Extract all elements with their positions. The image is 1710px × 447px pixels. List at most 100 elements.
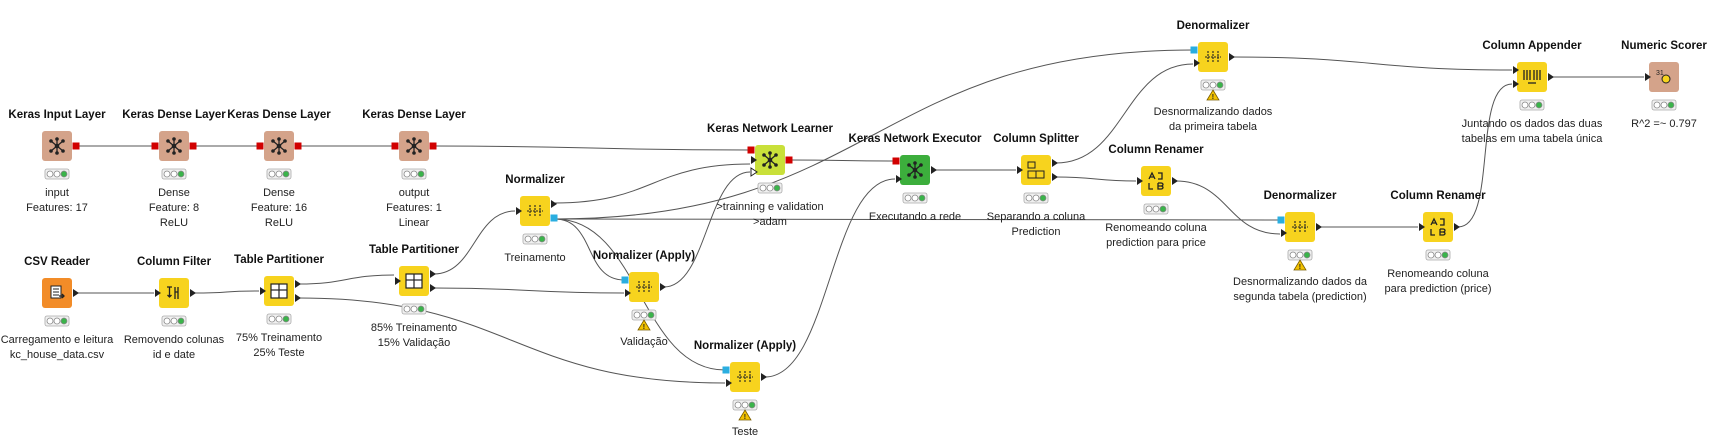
node-desc-norm_apply1: Validação [620, 335, 668, 350]
ports-part1[interactable] [260, 280, 301, 302]
node-denorm1[interactable]: ! [1190, 42, 1236, 101]
ports-scorer[interactable] [1645, 73, 1651, 81]
connection-norm_apply1-learner[interactable] [663, 171, 751, 288]
node-dense3[interactable] [391, 131, 437, 180]
connection-splitter-renamer1[interactable] [1055, 176, 1137, 182]
node-title-dense2: Keras Dense Layer [227, 109, 331, 121]
node-renamer2[interactable] [1419, 212, 1460, 261]
ports-col_filter[interactable] [155, 289, 196, 297]
connection-normalizer-learner[interactable] [554, 163, 751, 204]
node-col_filter[interactable] [155, 278, 196, 327]
node-norm_apply1[interactable]: ! [621, 272, 667, 331]
node-desc-executor: Executando a rede [869, 210, 961, 225]
node-normalizer[interactable] [516, 196, 558, 245]
node-splitter[interactable] [1017, 155, 1058, 204]
svg-text:!: ! [1299, 264, 1301, 271]
ports-splitter[interactable] [1017, 159, 1058, 181]
node-part2[interactable] [395, 266, 436, 315]
connection-renamer2-appender[interactable] [1457, 83, 1513, 228]
node-csv_reader[interactable] [42, 278, 79, 327]
node-desc-norm_apply2: Teste [732, 425, 758, 440]
status-indicator-dense1 [161, 168, 187, 180]
ports-normalizer[interactable] [516, 200, 558, 222]
status-indicator-dense2 [266, 168, 292, 180]
normalize-icon [737, 371, 753, 383]
connection-part1-part2[interactable] [298, 274, 395, 285]
node-desc-line: 75% Treinamento [235, 332, 323, 344]
node-desc-line: ReLU [159, 217, 189, 229]
connection-learner-executor[interactable] [789, 159, 896, 162]
node-box-renamer2[interactable] [1423, 212, 1453, 242]
ports-executor[interactable] [892, 157, 938, 184]
connection-dense3-learner[interactable] [433, 145, 751, 151]
ports-appender[interactable] [1513, 66, 1554, 88]
status-indicator-learner [757, 182, 783, 194]
node-desc-line: Teste [731, 426, 759, 438]
ports-part2[interactable] [395, 270, 436, 292]
connection-part2-norm_apply1[interactable] [433, 287, 625, 294]
status-indicator-renamer2 [1425, 249, 1451, 261]
node-desc-line: Juntando os dados das duas [1461, 118, 1603, 130]
connection-part2-normalizer[interactable] [433, 210, 516, 275]
node-learner[interactable] [747, 145, 793, 194]
status-indicator-part1 [266, 313, 292, 325]
node-dense2[interactable] [256, 131, 302, 180]
ports-input_layer[interactable] [72, 142, 80, 150]
ports-norm_apply2[interactable] [722, 366, 768, 388]
node-part1[interactable] [260, 276, 301, 325]
csv-icon [50, 285, 65, 299]
node-desc-line: 25% Teste [253, 347, 305, 359]
ports-denorm2[interactable] [1277, 216, 1323, 238]
node-desc-line: Prediction [1011, 226, 1061, 238]
node-input_layer[interactable] [42, 131, 80, 180]
node-title-part2: Table Partitioner [369, 244, 459, 256]
connection-col_filter-part1[interactable] [193, 290, 260, 294]
node-box-renamer1[interactable] [1141, 166, 1171, 196]
status-indicator-appender [1519, 99, 1545, 111]
rename-icon [1148, 171, 1164, 190]
connection-normalizer-denorm2[interactable] [554, 218, 1281, 221]
node-box-col_filter[interactable] [159, 278, 189, 308]
ports-learner[interactable] [747, 146, 793, 177]
ports-renamer2[interactable] [1419, 223, 1460, 231]
ports-denorm1[interactable] [1190, 46, 1236, 68]
node-appender[interactable] [1513, 62, 1554, 111]
ports-renamer1[interactable] [1137, 177, 1178, 185]
svg-text:!: ! [1212, 94, 1214, 101]
node-scorer[interactable]: 31 [1645, 62, 1679, 111]
connection-denorm1-appender[interactable] [1232, 56, 1513, 71]
status-indicator-denorm2 [1287, 249, 1313, 261]
node-title-denorm1: Denormalizer [1176, 20, 1250, 32]
ports-csv_reader[interactable] [73, 289, 79, 297]
ports-dense3[interactable] [391, 142, 437, 150]
ports-dense2[interactable] [256, 142, 302, 150]
node-desc-line: id e date [152, 349, 196, 361]
connection-part1-norm_apply2[interactable] [298, 297, 726, 384]
connection-splitter-denorm1[interactable] [1055, 63, 1194, 164]
warning-icon: ! [1293, 259, 1307, 271]
node-denorm2[interactable]: ! [1277, 212, 1323, 271]
node-box-splitter[interactable] [1021, 155, 1051, 185]
connection-normalizer-denorm1[interactable] [554, 49, 1194, 220]
node-box-appender[interactable] [1517, 62, 1547, 92]
node-dense1[interactable] [151, 131, 197, 180]
normalize-icon [527, 205, 543, 217]
node-title-scorer: Numeric Scorer [1621, 40, 1707, 52]
node-title-normalizer: Normalizer [505, 174, 565, 186]
status-indicator-norm_apply1 [631, 309, 657, 321]
warning-icon: ! [637, 319, 651, 331]
connection-renamer1-denorm2[interactable] [1175, 180, 1281, 235]
ports-norm_apply1[interactable] [621, 276, 667, 298]
node-executor[interactable] [892, 155, 938, 204]
node-desc-line: Executando a rede [868, 211, 962, 223]
node-norm_apply2[interactable]: ! [722, 362, 768, 421]
node-renamer1[interactable] [1137, 166, 1178, 215]
ports-dense1[interactable] [151, 142, 197, 150]
connection-normalizer-norm_apply1[interactable] [554, 218, 625, 281]
connection-norm_apply2-executor[interactable] [764, 178, 896, 378]
node-title-norm_apply1: Normalizer (Apply) [592, 250, 696, 262]
